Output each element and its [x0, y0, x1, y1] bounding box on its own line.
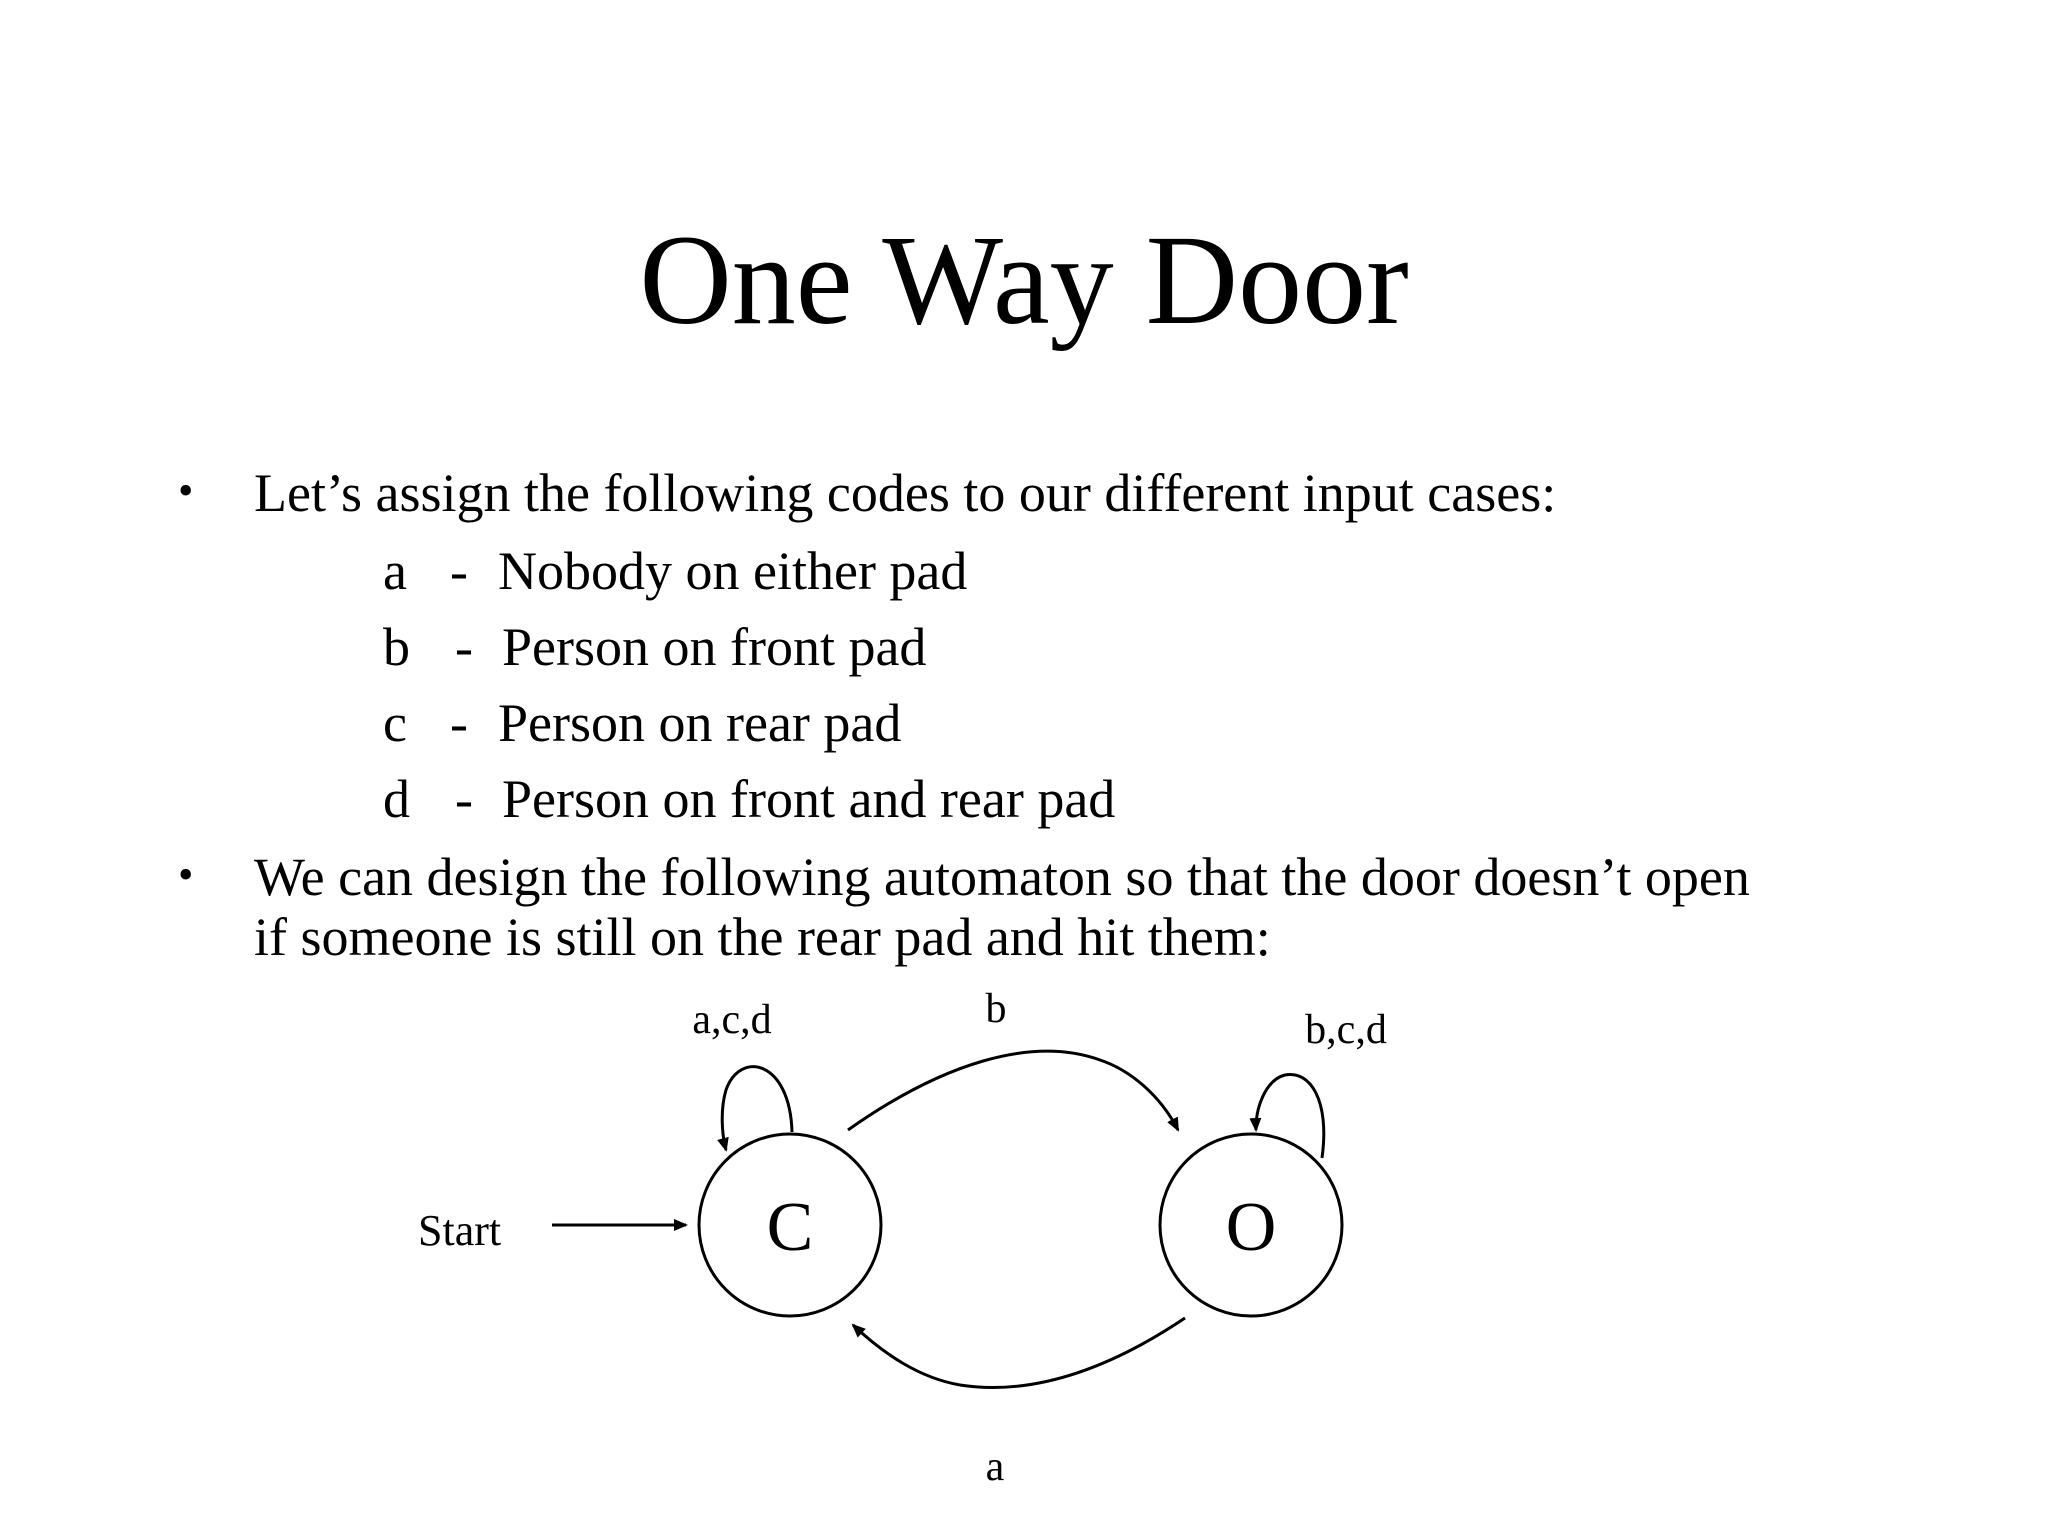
- bullet-marker: •: [178, 850, 194, 899]
- start-label: Start: [418, 1206, 501, 1255]
- transition-o-to-c: [851, 1316, 1186, 1389]
- bullet-marker: •: [178, 466, 194, 515]
- code-dash: -: [450, 541, 468, 601]
- state-c-circle: [697, 1132, 883, 1318]
- code-letter: b: [383, 617, 410, 677]
- code-letter: a: [383, 541, 407, 601]
- code-letter: c: [383, 693, 407, 753]
- slide-title: One Way Door: [639, 209, 1409, 351]
- bullet-text-automaton-line1: We can design the following automaton so…: [254, 847, 1750, 907]
- transition-o-to-c-label: a: [986, 1444, 1005, 1490]
- state-o-label: O: [1226, 1189, 1277, 1266]
- code-description: Person on front and rear pad: [502, 769, 1116, 829]
- transition-o-self-loop: [1249, 1073, 1326, 1159]
- code-dash: -: [455, 617, 473, 677]
- bullet-text-automaton-line2: if someone is still on the rear pad and …: [254, 907, 1271, 967]
- code-dash: -: [450, 693, 468, 753]
- code-description: Person on rear pad: [498, 693, 902, 753]
- code-description: Nobody on either pad: [498, 541, 968, 601]
- transition-c-self-label: a,c,d: [692, 997, 771, 1043]
- code-dash: -: [455, 769, 473, 829]
- state-o-circle: [1158, 1132, 1344, 1318]
- bullet-text-intro: Let’s assign the following codes to our …: [254, 463, 1557, 523]
- code-description: Person on front pad: [502, 617, 927, 677]
- transition-c-to-o: [847, 1049, 1180, 1132]
- code-letter: d: [383, 769, 410, 829]
- state-c-label: C: [767, 1189, 814, 1266]
- transition-o-self-label: b,c,d: [1305, 1007, 1387, 1053]
- transition-c-to-o-label: b: [986, 986, 1007, 1032]
- transition-c-self-loop: [717, 1065, 794, 1152]
